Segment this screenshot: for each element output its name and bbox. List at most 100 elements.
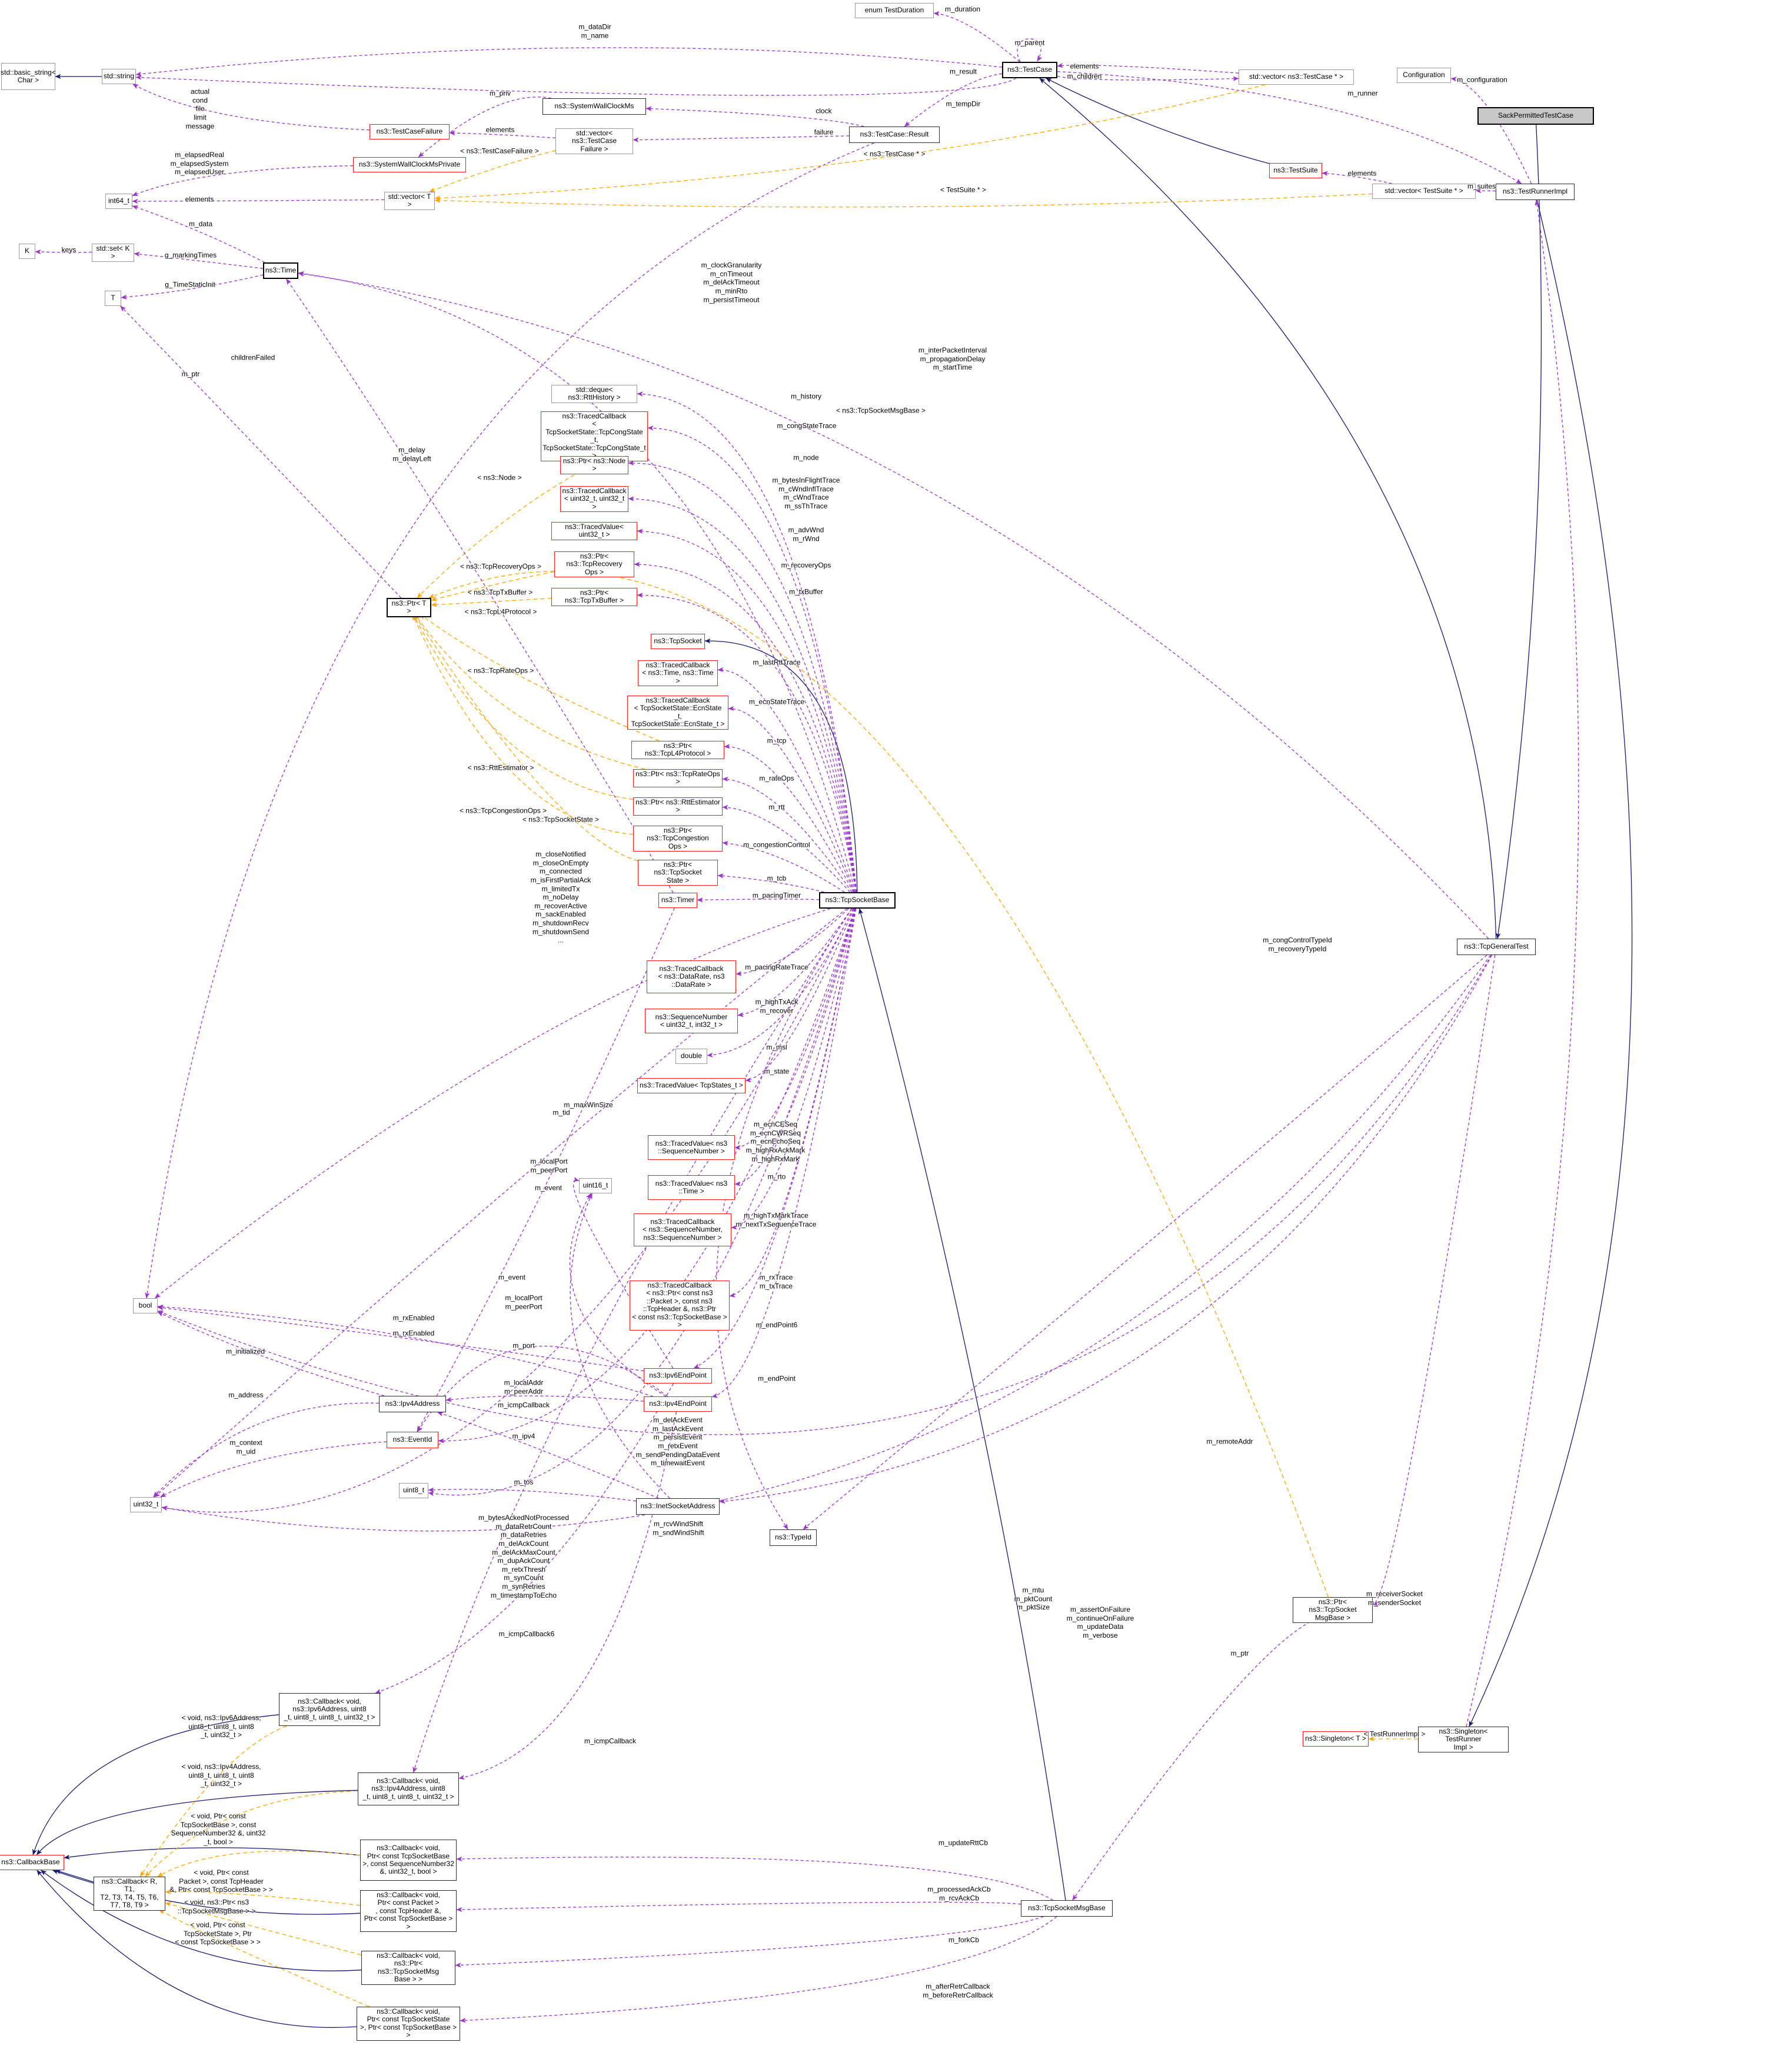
edge-time-T [121,274,264,300]
class-node-tcTime[interactable]: ns3::TracedCallback < ns3::Time, ns3::Ti… [638,660,718,687]
class-node-eventid[interactable]: ns3::EventId [387,1432,438,1448]
class-node-tri[interactable]: ns3::TestRunnerImpl [1496,184,1575,200]
class-node-ipv6ep[interactable]: ns3::Ipv6EndPoint [644,1368,712,1383]
edge-tgt-ptrMsg [1372,954,1496,1607]
class-node-ptrTxB[interactable]: ns3::Ptr< ns3::TcpTxBuffer > [551,588,637,606]
class-node-tcpsocket[interactable]: ns3::TcpSocket [651,634,705,649]
class-node-cbSeq[interactable]: ns3::Callback< void, Ptr< const TcpSocke… [360,1840,457,1881]
class-node-tsuite[interactable]: ns3::TestSuite [1269,163,1322,178]
edge-vecTS-vecT [434,193,1373,208]
class-node-uint16[interactable]: uint16_t [579,1178,612,1193]
class-node-tcf[interactable]: ns3::TestCaseFailure [370,124,450,139]
edge-swcmp-int64 [132,165,354,197]
edge-tsuite-testcase [1046,78,1270,164]
class-node-tvSeq[interactable]: ns3::TracedValue< ns3 ::SequenceNumber > [648,1135,735,1160]
class-node-result[interactable]: ns3::TestCase::Result [849,127,940,143]
class-node-cbMsg[interactable]: ns3::Callback< void, ns3::Ptr< ns3::TcpS… [361,1951,455,1985]
class-node-tcPkt[interactable]: ns3::TracedCallback < ns3::Ptr< const ns… [630,1281,730,1331]
edge-msgbase-cbSeq [456,1856,1053,1901]
edge-tcpsocketbase-timer [697,897,820,903]
class-node-ptrRtt[interactable]: ns3::Ptr< ns3::RttEstimator > [633,797,723,816]
class-node-K[interactable]: K [19,244,35,259]
edge-msgbase-tcpsocketbase [858,908,1066,1901]
class-node-testcase[interactable]: ns3::TestCase [1002,62,1057,78]
class-node-ipv4ep[interactable]: ns3::Ipv4EndPoint [644,1396,712,1412]
edge-eventid-uint32 [160,1441,387,1498]
class-node-dur[interactable]: enum TestDuration [855,3,934,18]
class-node-uint8[interactable]: uint8_t [399,1483,428,1498]
class-node-bool[interactable]: bool [133,1298,158,1313]
class-node-time[interactable]: ns3::Time [263,262,298,279]
class-node-tgt[interactable]: ns3::TcpGeneralTest [1457,939,1536,955]
class-node-tcRate[interactable]: ns3::TracedCallback < ns3::DataRate, ns3… [647,960,736,993]
class-node-tvU32[interactable]: ns3::TracedValue< uint32_t > [551,522,637,540]
edge-vecTC-testcase [1057,62,1239,74]
edge-cbMsg-cbR [165,1902,362,1955]
class-node-msgbase[interactable]: ns3::TcpSocketMsgBase [1021,1900,1113,1917]
class-node-timer[interactable]: ns3::Timer [658,893,697,908]
edge-cbState-cbbase [36,1870,357,2028]
class-node-setK[interactable]: std::set< K > [92,244,134,262]
edge-vecTC-vecT [434,84,1266,201]
class-node-vecT[interactable]: std::vector< T > [384,192,435,210]
class-node-T[interactable]: T [105,291,121,306]
edge-timer-time [286,278,674,893]
class-node-int64[interactable]: int64_t [105,194,132,209]
class-node-cbR[interactable]: ns3::Callback< R, T1, T2, T3, T4, T5, T6… [94,1877,165,1911]
class-node-ptrRec[interactable]: ns3::Ptr< ns3::TcpRecovery Ops > [554,551,634,578]
edge-tcpsocketbase-time [298,271,856,893]
class-node-swcm[interactable]: ns3::SystemWallClockMs [542,98,646,115]
edge-tcpsocketbase-ptrL4 [724,744,854,893]
edge-tgt-uint32 [161,954,1491,1532]
edge-tcpsocketbase-ptrRtt [722,804,850,893]
class-node-std_string[interactable]: std::string [102,69,136,84]
class-node-tcSeqSeq[interactable]: ns3::TracedCallback < ns3::SequenceNumbe… [634,1213,731,1246]
class-node-typeid[interactable]: ns3::TypeId [770,1529,817,1546]
class-node-cb4[interactable]: ns3::Callback< void, ns3::Ipv4Address, u… [358,1772,459,1805]
class-node-singTRI[interactable]: ns3::Singleton< TestRunner Impl > [1418,1727,1509,1753]
edge-testcase-testcase [1017,38,1043,62]
class-node-cb6[interactable]: ns3::Callback< void, ns3::Ipv6Address, u… [279,1693,380,1726]
class-node-ptrT[interactable]: ns3::Ptr< T > [387,598,431,617]
class-node-cbPkt[interactable]: ns3::Callback< void, Ptr< const Packet >… [360,1890,457,1933]
class-node-ipv4addr[interactable]: ns3::Ipv4Address [379,1396,446,1412]
edge-ipv6ep-cb6 [375,1383,674,1694]
class-node-singT[interactable]: ns3::Singleton< T > [1303,1731,1369,1747]
edge-cbState-cbR [158,1909,370,2007]
class-node-tcU32[interactable]: ns3::TracedCallback < uint32_t, uint32_t… [560,486,628,513]
class-node-vecTS[interactable]: std::vector< TestSuite * > [1372,184,1476,199]
class-node-cbbase[interactable]: ns3::CallbackBase [0,1855,64,1870]
class-node-ptrL4[interactable]: ns3::Ptr< ns3::TcpL4Protocol > [631,741,724,759]
class-node-tcEcn[interactable]: ns3::TracedCallback < TcpSocketState::Ec… [627,696,728,730]
edge-tgt-time [298,271,1489,939]
class-node-cbState[interactable]: ns3::Callback< void, Ptr< const TcpSocke… [357,2007,460,2041]
class-node-conf[interactable]: Configuration [1397,68,1451,83]
edge-tcpsocketbase-typeid [715,908,853,1530]
class-node-ptrMsg[interactable]: ns3::Ptr< ns3::TcpSocket MsgBase > [1293,1597,1373,1624]
class-node-ptrCong[interactable]: ns3::Ptr< ns3::TcpCongestion Ops > [633,826,723,852]
class-node-sack[interactable]: SackPermittedTestCase [1477,107,1594,125]
class-node-ptrState[interactable]: ns3::Ptr< ns3::TcpSocket State > [638,860,718,886]
class-node-tcpsocketbase[interactable]: ns3::TcpSocketBase [819,892,896,909]
class-node-vecTC[interactable]: std::vector< ns3::TestCase * > [1239,69,1354,85]
edge-time-int64 [132,205,265,263]
class-node-basic_string[interactable]: std::basic_string< Char > [1,63,56,90]
class-node-seqnum[interactable]: ns3::SequenceNumber < uint32_t, int32_t … [645,1009,738,1033]
class-node-ptrRate[interactable]: ns3::Ptr< ns3::TcpRateOps > [633,769,723,787]
class-node-tcCong[interactable]: ns3::TracedCallback < TcpSocketState::Tc… [541,411,648,461]
class-node-tvTime[interactable]: ns3::TracedValue< ns3 ::Time > [648,1175,735,1200]
class-node-tvStates[interactable]: ns3::TracedValue< TcpStates_t > [637,1078,745,1093]
edge-testcase-vecTC [1057,75,1239,81]
class-node-ptrNode[interactable]: ns3::Ptr< ns3::Node > [560,456,628,474]
class-node-dbl[interactable]: double [675,1049,707,1064]
edge-ipv4addr-uint32 [153,1402,380,1498]
edge-tri-singTRI [1469,199,1633,1727]
edge-ipv4addr-bool [157,1311,385,1396]
class-node-uint32[interactable]: uint32_t [130,1497,162,1512]
class-node-vecTCF[interactable]: std::vector< ns3::TestCase Failure > [555,128,633,155]
class-node-swcmp[interactable]: ns3::SystemWallClockMsPrivate [353,157,466,172]
edge-tri-conf [1450,77,1532,184]
class-node-deq[interactable]: std::deque< ns3::RttHistory > [551,385,637,403]
edge-ptrRtt-ptrT [412,614,634,800]
class-node-inet[interactable]: ns3::InetSocketAddress [636,1498,720,1515]
